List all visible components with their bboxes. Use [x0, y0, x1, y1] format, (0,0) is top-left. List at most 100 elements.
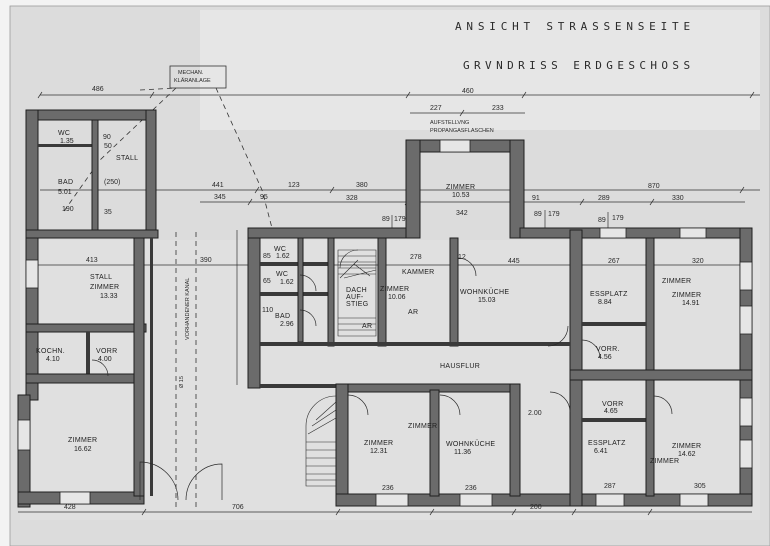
propane-storage-label: AUFSTELLVNG	[430, 120, 469, 126]
paper-light-patch	[200, 10, 760, 130]
dimension-label: 50	[104, 143, 112, 150]
dimension-label: 95	[260, 194, 268, 201]
door-swing	[439, 394, 461, 416]
room-label: WC	[58, 130, 70, 137]
window	[599, 227, 627, 239]
wall	[260, 384, 336, 388]
sewage-pipe	[139, 87, 177, 91]
room-label: AUF-	[346, 294, 364, 301]
dimension-label: 89	[598, 217, 606, 224]
room-area: 4.56	[598, 354, 612, 361]
room-label: ZIMMER	[380, 286, 409, 293]
room-area: 6.41	[594, 448, 608, 455]
wall	[335, 383, 515, 393]
wall	[260, 342, 335, 346]
room-area: 14.91	[682, 300, 700, 307]
room-area: 8.84	[598, 299, 612, 306]
staircase-lower	[305, 395, 337, 487]
sewage-plant-label: KLÄRANLAGE	[174, 77, 211, 84]
door-swing	[347, 394, 369, 416]
wall	[25, 229, 159, 239]
room-label: BAD	[58, 179, 73, 186]
stair-outline	[337, 249, 377, 337]
stair-curve	[305, 395, 337, 487]
door-swing	[139, 461, 179, 501]
propane-storage-label: PROPANGASFLASCHEN	[430, 128, 494, 134]
dimension-label: 320	[692, 258, 704, 265]
window	[459, 493, 493, 507]
window	[59, 491, 91, 505]
room-label: ZIMMER	[68, 437, 97, 444]
view-title: ANSICHT STRASSENSEITE	[455, 20, 695, 33]
room-area: 1.35	[60, 138, 74, 145]
wall	[449, 237, 459, 347]
wall	[335, 383, 349, 507]
dimension-label: 330	[672, 195, 684, 202]
stair-steps	[306, 401, 337, 481]
room-label: STALL	[116, 155, 138, 162]
sewage-pipe	[215, 87, 273, 229]
dimension-label: 706	[232, 504, 244, 511]
plan-title: GRVNDRISS ERDGESCHOSS	[463, 59, 694, 72]
room-label: ZIMMER	[90, 284, 119, 291]
window	[739, 261, 753, 291]
door-swing	[547, 325, 569, 347]
corridor-label: HAUSFLUR	[440, 363, 480, 370]
window	[375, 493, 409, 507]
stair-steps	[338, 255, 377, 331]
wall	[335, 493, 753, 507]
room-label: WOHNKÜCHE	[460, 288, 509, 296]
doors	[91, 257, 673, 501]
room-label: KAMMER	[402, 269, 435, 276]
door-swing	[185, 463, 223, 501]
wall	[27, 109, 157, 121]
window	[739, 305, 753, 335]
dimension-labels: 486 460 227 233 441 123 380 870 345 95 3…	[62, 86, 706, 511]
dimension-label: 85	[263, 253, 271, 260]
room-label: ZIMMER	[662, 278, 691, 285]
room-label: AR	[408, 309, 418, 316]
wall	[247, 227, 261, 389]
room-area: 4.00	[98, 356, 112, 363]
dimension-label: 89	[534, 211, 542, 218]
window	[17, 419, 31, 451]
room-area: 1.62	[280, 279, 294, 286]
door-swing	[581, 339, 601, 359]
door-swing	[299, 309, 317, 327]
window	[439, 139, 471, 153]
dimension-label: 89	[382, 216, 390, 223]
window	[595, 493, 625, 507]
dimension-label: 190	[62, 206, 74, 213]
window	[25, 259, 39, 289]
dimension-label: 227	[430, 105, 442, 112]
dimension-label: 65	[263, 278, 271, 285]
room-labels: WC 1.35 STALL BAD 5.01 STALL ZIMMER 13.3…	[36, 130, 701, 465]
room-label: BAD	[275, 313, 290, 320]
room-label: ESSPLATZ	[590, 291, 628, 298]
dimension-label: 123	[288, 182, 300, 189]
room-label: ESSPLATZ	[588, 440, 626, 447]
wall	[334, 342, 570, 346]
door-swing	[457, 257, 477, 277]
wall	[582, 322, 646, 326]
dimension-label: 267	[608, 258, 620, 265]
room-area: 13.33	[100, 293, 118, 300]
door-swing	[299, 274, 317, 292]
stair-curve	[339, 249, 359, 269]
wall	[25, 109, 39, 401]
window	[739, 439, 753, 469]
dimension-label: 305	[694, 483, 706, 490]
dimension-label: 179	[612, 215, 624, 222]
room-label: ZIMMER	[650, 458, 679, 465]
room-label: ZIMMER	[672, 443, 701, 450]
room-area: 5.01	[58, 189, 72, 196]
wall	[509, 139, 525, 239]
wall	[509, 383, 521, 497]
room-label: WC	[276, 271, 288, 278]
wall	[260, 292, 330, 296]
room-label: VORR	[602, 401, 623, 408]
room-area: 15.03	[478, 297, 496, 304]
dimension-label: 236	[465, 485, 477, 492]
room-area: 16.62	[74, 446, 92, 453]
window	[739, 397, 753, 427]
